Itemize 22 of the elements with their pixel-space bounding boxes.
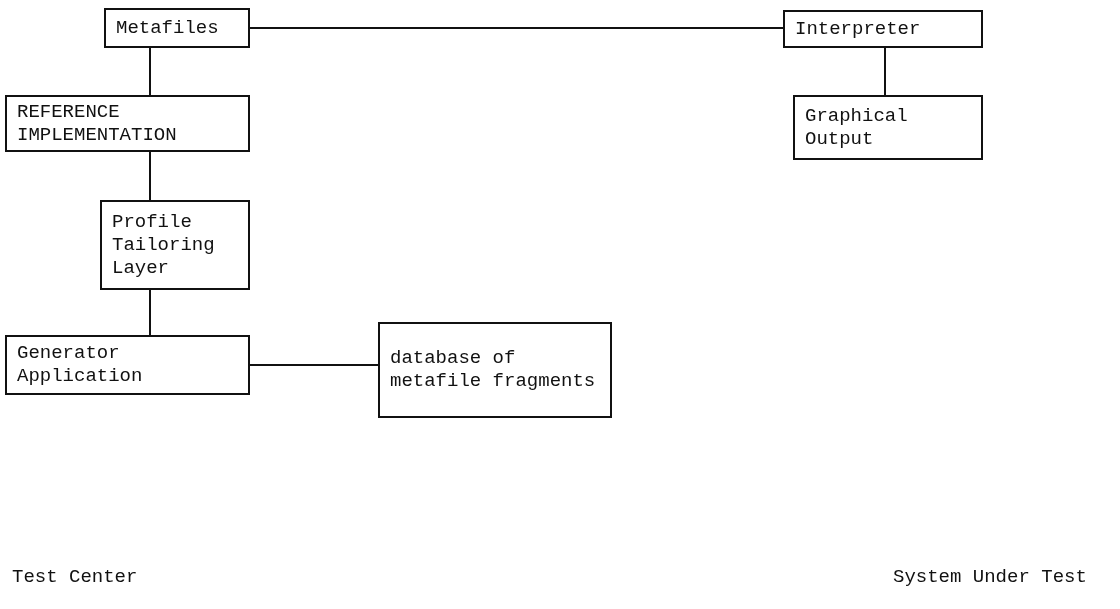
side-label: System Under Test <box>893 566 1087 588</box>
box-label: REFERENCE IMPLEMENTATION <box>17 100 178 147</box>
process-box <box>104 8 250 48</box>
process-box <box>100 200 250 290</box>
connector-line <box>149 151 151 201</box>
process-box <box>378 322 612 418</box>
box-label: Graphical Output <box>805 104 909 151</box>
connector-line <box>249 364 379 366</box>
box-label: Interpreter <box>795 17 921 41</box>
connector-line <box>884 47 886 96</box>
process-box <box>793 95 983 160</box>
connector-line <box>149 289 151 336</box>
process-box <box>5 95 250 152</box>
box-label: Generator Application <box>17 342 144 388</box>
box-label: database of metafile fragments <box>390 347 597 393</box>
process-box <box>783 10 983 48</box>
connector-line <box>149 47 151 96</box>
box-label: Profile Tailoring Layer <box>112 210 216 280</box>
connector-line <box>249 27 784 29</box>
side-label: Test Center <box>12 566 138 588</box>
box-label: Metafiles <box>116 16 219 40</box>
process-box <box>5 335 250 395</box>
